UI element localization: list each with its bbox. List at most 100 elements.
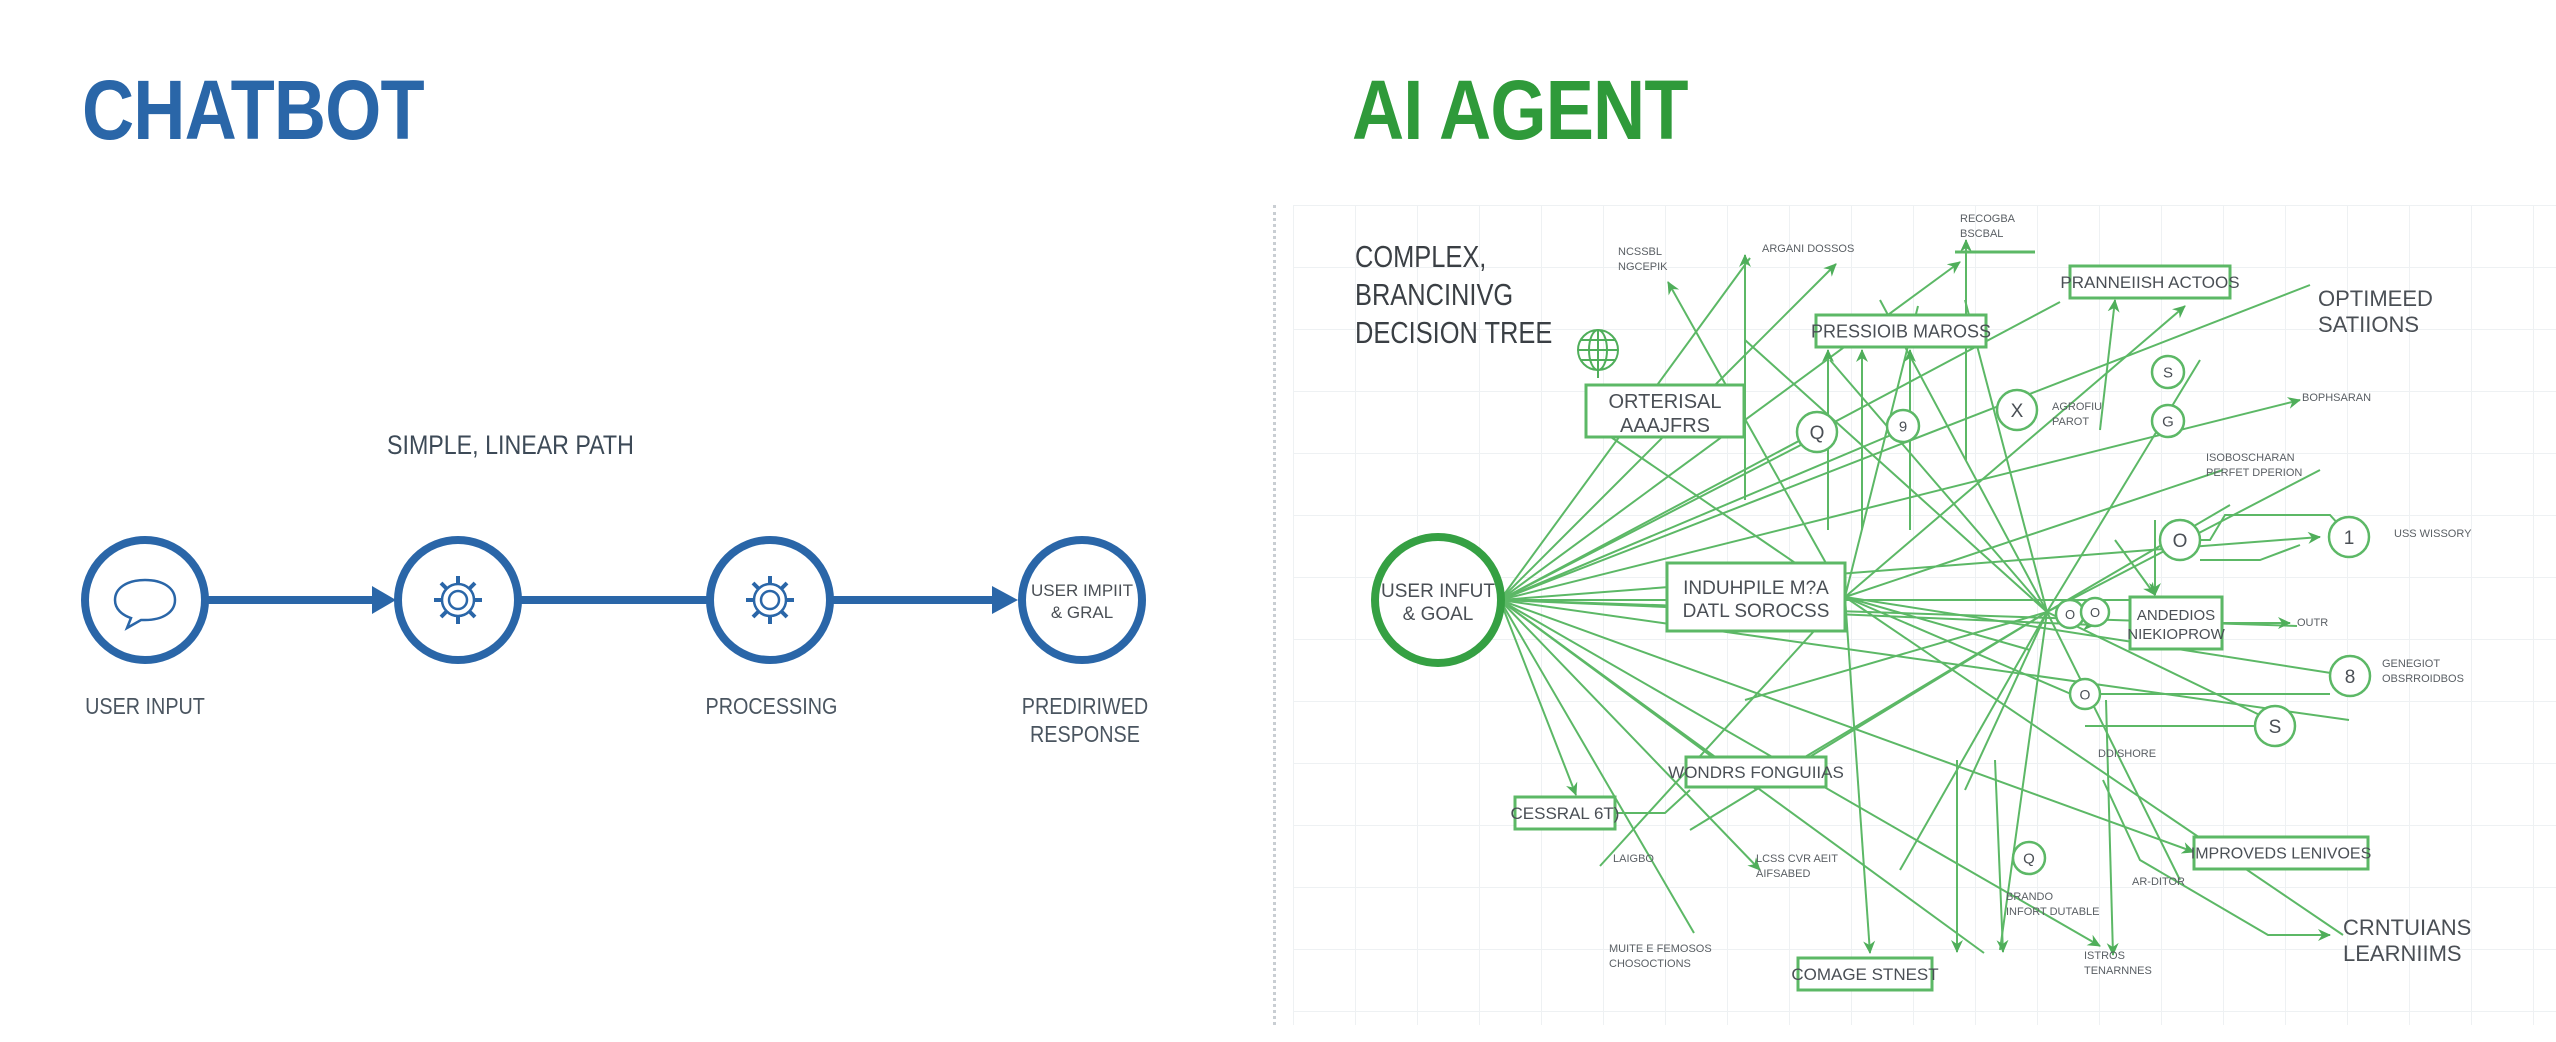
decision-circle-node: O [2158, 518, 2202, 562]
connection-line [1844, 596, 2344, 936]
box-frame [1814, 313, 1988, 349]
arrow-head [372, 586, 396, 614]
small-label-lcss: LCSS CVR AEIT AIFSABED [1756, 853, 1838, 880]
arrow-line [2114, 539, 2156, 596]
box-frame [1513, 795, 1617, 831]
box-frame [2128, 595, 2224, 651]
decision-circle-node: S [2150, 354, 2186, 390]
arrow-head [992, 586, 1018, 614]
small-label-text: DDISHORE [2098, 748, 2156, 760]
small-label-text: NCSSBL [1618, 246, 1662, 258]
node-box-processing: PRESSIOIB MAROSS [1811, 313, 1991, 349]
small-label-text: LAIGBO [1613, 853, 1654, 865]
hub-user-input-goal: USER INFUT & GOAL [1371, 533, 1505, 667]
small-label-text: LCSS CVR AEIT [1756, 853, 1838, 865]
decision-circle-node: O [2079, 596, 2111, 628]
node-glyph: S [2269, 717, 2282, 738]
box-frame [1584, 383, 1746, 439]
node-box-central: CESSRAL 6T) [1511, 795, 1620, 831]
node-glyph: G [2162, 414, 2174, 431]
node-circle [2253, 704, 2297, 748]
outcome-label: OPTIMEED [2318, 286, 2433, 311]
connection-line [1844, 596, 1876, 954]
small-label-text: MUITE E FEMOSOS [1609, 943, 1712, 955]
node-box-wonders: WONDRS FONGUIIAS [1668, 755, 1844, 789]
step-user-input [81, 536, 209, 664]
small-label-out: OUTR [2297, 617, 2328, 629]
step-gear-1 [394, 536, 522, 664]
connection-line [1499, 599, 1578, 796]
node-glyph: 1 [2344, 528, 2355, 549]
connection-line [1844, 305, 2186, 598]
decision-circle-node: S [2253, 704, 2297, 748]
connection-line [1499, 599, 2195, 854]
small-label-bottom-right: ISTROS TENARNNES [2084, 950, 2152, 977]
step-label-processing: PROCESSING [705, 693, 838, 719]
small-label-text: INFORT DUTABLE [2006, 906, 2100, 918]
node-circle [1795, 410, 1839, 454]
chatbot-title: CHATBOT [82, 63, 425, 157]
node-circle [2158, 518, 2202, 562]
step-circle [706, 536, 834, 664]
box-label: IMPROVEDS LENIVOES [2191, 846, 2372, 863]
node-glyph: Q [1810, 423, 1825, 444]
decision-circle-node: 8 [2328, 654, 2372, 698]
box-label: CESSRAL 6T) [1511, 804, 1620, 823]
connection-line [2046, 359, 2201, 613]
box-label: INDUHPILE M?A [1683, 578, 1829, 599]
connection-line [1499, 599, 1695, 934]
box-label: WONDRS FONGUIIAS [1668, 763, 1844, 782]
ai-agent-title: AI AGENT [1352, 63, 1688, 157]
connection-line [1964, 299, 2048, 613]
linear-path-subtitle: SIMPLE, LINEAR PATH [387, 430, 634, 460]
box-label: PRESSIOIB MAROSS [1811, 321, 1991, 341]
hub-text: & GOAL [1403, 604, 1474, 625]
decision-circle-node: 1 [2327, 515, 2371, 559]
heading-line: COMPLEX, [1355, 239, 1487, 274]
arrow-line [2105, 699, 2119, 956]
connection-line [1844, 596, 2031, 651]
connection-line [2046, 504, 2231, 613]
small-label-text: TENARNNES [2084, 965, 2152, 977]
globe-brain-icon [1577, 329, 1619, 378]
node-glyph: O [2090, 605, 2100, 620]
decision-circle-node: G [2150, 403, 2186, 439]
connection-line [2046, 611, 2181, 881]
node-box-improved: IMPROVEDS LENIVOES [2191, 835, 2372, 871]
decision-circle-node: 9 [1885, 408, 1921, 444]
step-inner-text: & GRAL [1051, 603, 1113, 622]
agent-grid-panel [1293, 205, 2556, 1025]
hub-text: USER INFUT [1381, 581, 1495, 602]
small-label-text: ARGANI DOSSOS [1762, 243, 1854, 255]
small-label-text: CHOSOCTIONS [1609, 958, 1691, 970]
box-label: DATL SOROCSS [1683, 601, 1830, 622]
agent-connection-lines [1499, 239, 2351, 956]
small-label-text: ISTROS [2084, 950, 2125, 962]
small-label-text: PAROT [2052, 416, 2089, 428]
connector-path [1615, 789, 1691, 814]
small-label-text: AIFSABED [1756, 868, 1810, 880]
connection-line [2046, 611, 2271, 721]
gear-icon [434, 576, 482, 624]
box-label: PRANNEIISH ACTOOS [2060, 273, 2239, 292]
small-label-multiple: MUITE E FEMOSOS CHOSOCTIONS [1609, 943, 1712, 970]
heading-line: DECISION TREE [1355, 315, 1553, 350]
box-label: ORTERISAL [1609, 391, 1722, 413]
connection-line [1744, 339, 2048, 613]
small-label-text: BOPHSARAN [2302, 392, 2371, 404]
node-glyph: O [2173, 531, 2188, 552]
connection-line [1744, 611, 2048, 701]
step-circle [394, 536, 522, 664]
small-label-ddss: DDISHORE [2098, 748, 2156, 760]
small-label-ar-ditor: AR-DITOR [2132, 876, 2185, 888]
connection-line [1844, 596, 2086, 701]
small-label-text: PERFET DPERION [2206, 467, 2302, 479]
decision-circle-node: O [2068, 677, 2102, 711]
decision-circle-node: X [1995, 388, 2039, 432]
node-circle [2079, 596, 2111, 628]
